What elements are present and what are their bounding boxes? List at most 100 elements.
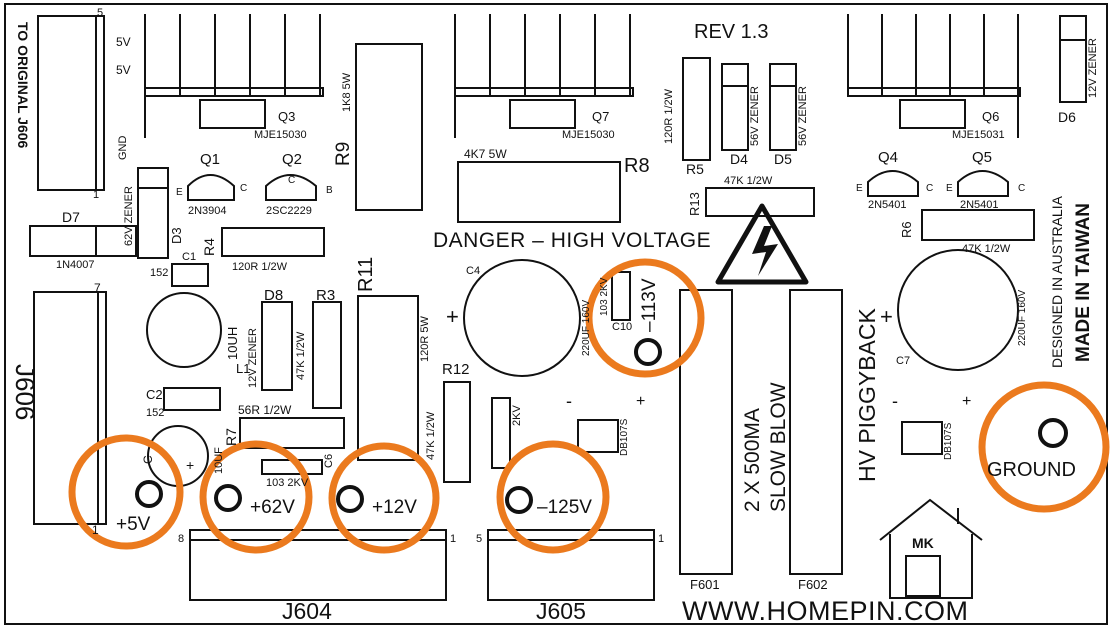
c4-capacitor (463, 259, 581, 377)
c4-ref: C4 (466, 265, 481, 277)
hv-warning-icon (715, 203, 809, 285)
logo-text: MK (912, 535, 934, 551)
r7-resistor (239, 417, 345, 449)
q5-e: E (946, 183, 953, 194)
d8-value: 12V ZENER (247, 328, 259, 388)
highlight-m125v (496, 440, 610, 554)
c7-value: 220UF 160V (1017, 289, 1028, 346)
q6-ref: Q6 (982, 109, 1000, 124)
designed-in: DESIGNED IN AUSTRALIA (1049, 196, 1065, 368)
j605-pin1: 1 (658, 533, 665, 545)
highlight-5v (68, 434, 184, 550)
q5-ref: Q5 (972, 149, 993, 166)
d5-ref: D5 (774, 151, 792, 167)
d8-ref: D8 (264, 287, 284, 304)
c2-ref: C2 (146, 387, 163, 402)
r6-resistor (921, 209, 1035, 241)
warning-text: DANGER – HIGH VOLTAGE (433, 229, 712, 252)
d8-zener (261, 301, 293, 391)
l1-value: 10UH (225, 326, 240, 360)
r9-value: 1K8 5W (341, 72, 353, 112)
db2-minus: - (892, 391, 898, 411)
r5-ref: R5 (686, 161, 704, 177)
fuse-type: SLOW BLOW (767, 382, 790, 512)
c3-value: 2KV (511, 405, 523, 426)
q4-e: E (856, 183, 863, 194)
l1-inductor (146, 292, 222, 368)
pad-ground (1038, 418, 1068, 448)
d3-ref: D3 (169, 227, 184, 244)
q1-e: E (176, 187, 183, 198)
l1-ref: L1 (236, 361, 251, 376)
r5-value: 120R 1/2W (663, 88, 675, 144)
d7-diode (29, 225, 137, 257)
j606-pin5: 5 (97, 7, 104, 19)
r12-value: 47K 1/2W (425, 411, 437, 460)
c2-value: 152 (146, 407, 165, 419)
r3-ref: R3 (316, 287, 336, 304)
c1-ref: C1 (182, 251, 197, 263)
r6-ref: R6 (899, 221, 914, 238)
c5-plus: + (186, 457, 195, 473)
j606-top-header (37, 15, 105, 191)
c1-value: 152 (150, 267, 169, 279)
q1-body (187, 174, 235, 201)
q2-b: B (326, 185, 333, 196)
c10-capacitor (611, 271, 631, 321)
r9-resistor (355, 43, 423, 211)
c7-plus: + (880, 304, 893, 329)
q7-ref: Q7 (592, 109, 610, 124)
j605-header (487, 529, 655, 601)
pin-gnd: GND (117, 135, 129, 160)
q1-ref: Q1 (200, 151, 221, 168)
tp-12v: +12V (372, 497, 417, 518)
j606-pin1: 1 (93, 189, 100, 201)
d5-zener (769, 63, 797, 151)
f601-ref: F601 (690, 577, 720, 592)
house-logo (879, 498, 983, 599)
db107s-bridge-2 (901, 421, 943, 455)
q3-part: MJE15030 (254, 129, 307, 141)
q2-c: C (288, 175, 296, 186)
db1-minus: - (566, 391, 572, 411)
c7-ref: C7 (896, 355, 911, 367)
db2-plus: + (962, 393, 972, 410)
r11-ref: R11 (355, 256, 377, 292)
f602-ref: F602 (798, 577, 828, 592)
c5-value: 10UF (213, 447, 225, 474)
q4-part: 2N5401 (868, 199, 907, 211)
c6-ref: C6 (323, 453, 335, 468)
j604-label: J604 (282, 598, 332, 624)
r7-value: 56R 1/2W (238, 403, 292, 417)
fuse-rating: 2 X 500MA (741, 408, 764, 512)
pin-5v-b: 5V (116, 63, 131, 77)
pad-m113v (634, 338, 662, 366)
pad-m125v (505, 486, 533, 514)
q6-part: MJE15031 (952, 129, 1005, 141)
pin-5v-a: 5V (116, 35, 131, 49)
r12-resistor (443, 381, 471, 483)
d6-ref: D6 (1058, 109, 1076, 125)
r13-ref: R13 (687, 192, 702, 216)
r6-value: 47K 1/2W (962, 243, 1011, 255)
j605-label: J605 (536, 598, 586, 624)
tp-62v: +62V (250, 497, 295, 518)
highlight-12v (328, 442, 440, 554)
j604-pin8: 8 (178, 533, 185, 545)
pad-62v (214, 484, 242, 512)
d4-ref: D4 (730, 151, 748, 167)
q4-ref: Q4 (878, 149, 899, 166)
tp-ground: GROUND (987, 459, 1076, 481)
q6-heatsink (847, 14, 1021, 138)
to-original-label: TO ORIGINAL J606 (15, 22, 31, 149)
made-in: MADE IN TAIWAN (1073, 202, 1094, 362)
highlight-m113v (585, 258, 705, 378)
d7-value: 1N4007 (56, 259, 95, 271)
db107s-bridge-1 (577, 419, 619, 453)
d5-value: 56V ZENER (797, 86, 809, 146)
fuse-f601 (679, 289, 733, 575)
d6-zener (1059, 15, 1087, 103)
c1-capacitor (171, 263, 209, 287)
q1-part: 2N3904 (188, 205, 227, 217)
c10-value: 103 2KV (599, 277, 610, 316)
